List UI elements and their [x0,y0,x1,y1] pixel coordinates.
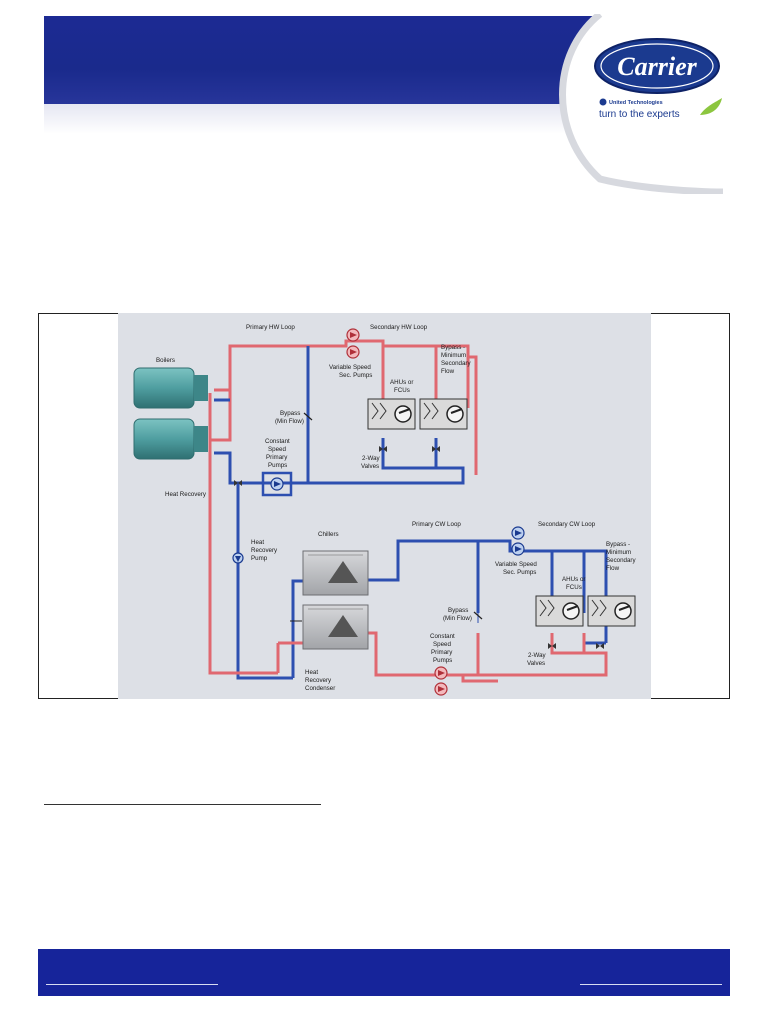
label-bypass-min-cw-2: Minimum [606,549,631,556]
label-ahus-hw: AHUs or [390,379,413,386]
label-bypass-minflow-cw-2: (Min Flow) [443,615,472,622]
chillers [302,550,369,650]
label-heat-recovery: Heat Recovery [165,491,207,498]
carrier-logo: Carrier United Technologies turn to the … [540,11,768,196]
label-bypass-min-cw: Bypass - [606,541,630,548]
secondary-cw-pumps [511,526,525,556]
label-hr-pump-2: Recovery [251,547,278,554]
label-sec-pumps-hw: Sec. Pumps [339,372,372,379]
diagram-labels: Primary HW Loop Secondary HW Loop Boiler… [156,324,636,692]
label-hr-condenser: Heat [305,669,318,676]
label-hr-pump-3: Pump [251,555,268,562]
label-bypass-minflow-cw: Bypass [448,607,468,614]
cw-ahu-units [535,595,636,627]
label-bypass-min-cw-4: Flow [606,565,620,572]
hw-ahu-units [367,398,468,430]
label-constant-speed-hw: Constant [265,438,290,445]
parent-company: United Technologies [609,100,663,106]
label-secondary-cw-loop: Secondary CW Loop [538,521,596,528]
label-primary-cw-loop: Primary CW Loop [412,521,461,528]
label-valves-cw: Valves [527,660,545,667]
label-fcus-hw: FCUs [394,387,410,394]
label-speed-hw: Speed [268,446,286,453]
label-chillers: Chillers [318,531,339,538]
tagline: turn to the experts [599,109,680,120]
secondary-hw-pumps [346,328,360,359]
footer-line-left [46,984,218,985]
label-hr-condenser-2: Recovery [305,677,332,684]
label-constant-speed-cw: Constant [430,633,455,640]
label-bypass-min-hw-4: Flow [441,368,455,375]
label-speed-cw: Speed [433,641,451,648]
hot-water-loop [133,328,478,680]
label-2way-cw: 2-Way [528,652,547,659]
label-hr-pump: Heat [251,539,264,546]
primary-hw-pumps [261,471,293,497]
label-bypass-min-hw: Bypass - [441,344,465,351]
footer-line-right [580,984,722,985]
footnote-divider [44,804,321,805]
heat-recovery-pump [232,552,244,564]
label-hr-condenser-3: Condenser [305,685,335,692]
label-bypass-min-hw-3: Secondary [441,360,471,367]
label-variable-speed-cw: Variable Speed [495,561,537,568]
label-pumps-cw: Pumps [433,657,452,664]
label-primary-hw: Primary [266,454,288,461]
boilers [133,367,208,460]
header-shadow [44,104,604,134]
label-ahus-cw: AHUs or [562,576,585,583]
footer-band [38,949,730,996]
label-pumps-hw: Pumps [268,462,287,469]
primary-cw-pumps [434,666,448,696]
label-primary-hw-loop: Primary HW Loop [246,324,295,331]
label-bypass-minflow-hw-2: (Min Flow) [275,418,304,425]
label-variable-speed-hw: Variable Speed [329,364,371,371]
label-bypass-min-cw-3: Secondary [606,557,636,564]
label-sec-pumps-cw: Sec. Pumps [503,569,536,576]
label-fcus-cw: FCUs [566,584,582,591]
chilled-water-loop [232,526,636,696]
label-secondary-hw-loop: Secondary HW Loop [370,324,428,331]
label-bypass-min-hw-2: Minimum [441,352,466,359]
label-valves-hw: Valves [361,463,379,470]
logo-wordmark: Carrier [617,52,697,81]
label-boilers: Boilers [156,357,175,364]
label-bypass-minflow-hw: Bypass [280,410,300,417]
label-2way-hw: 2-Way [362,455,381,462]
leaf-icon [700,98,722,115]
label-primary-cw: Primary [431,649,453,656]
hvac-piping-diagram: Primary HW Loop Secondary HW Loop Boiler… [133,324,636,696]
